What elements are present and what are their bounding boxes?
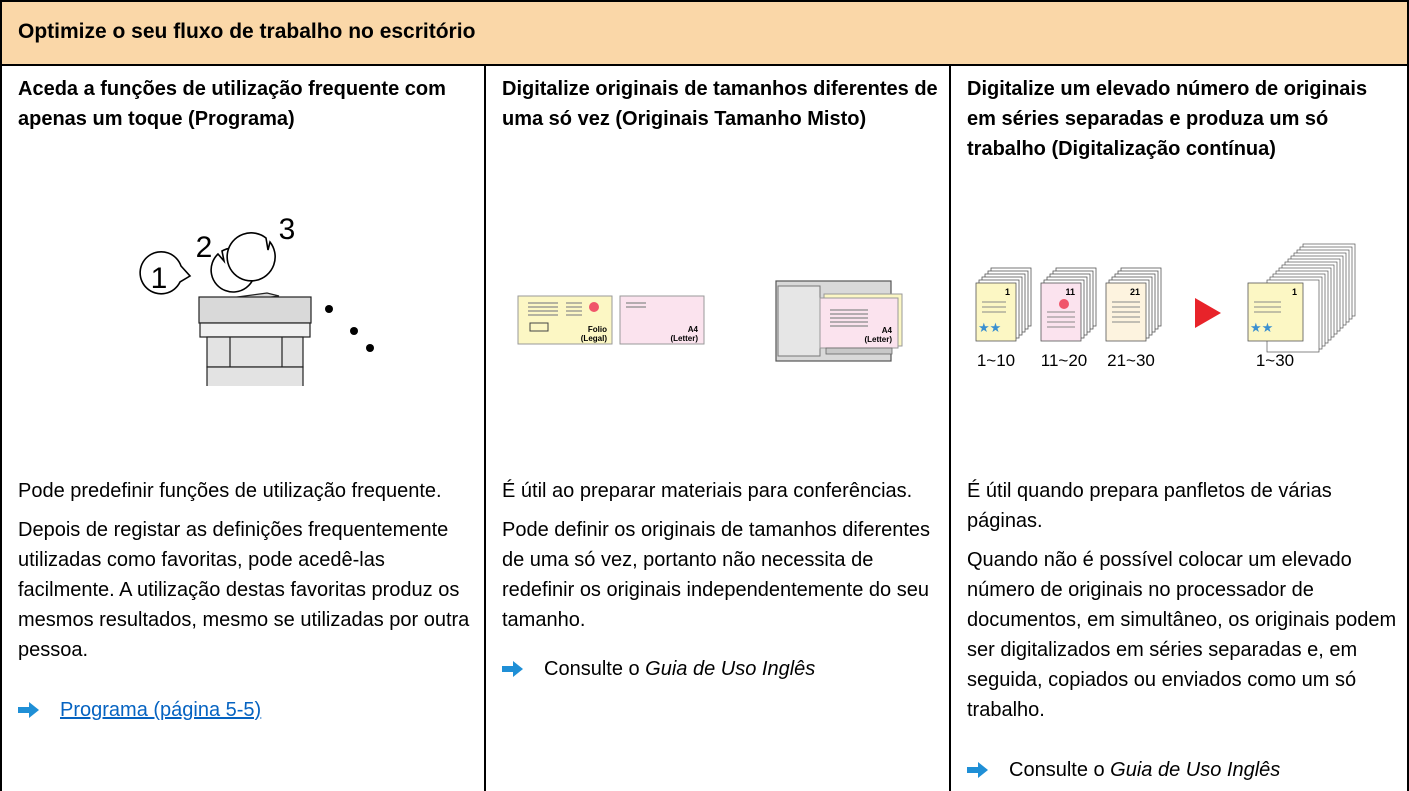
arrow-right-icon: [18, 702, 39, 718]
stack-3: 21 21~30: [1105, 267, 1162, 370]
a4-sheet: A4 (Letter): [619, 295, 705, 345]
page-number: 21: [1130, 287, 1140, 297]
column-description: É útil quando prepara panfletos de vária…: [967, 476, 1397, 734]
page-number: 11: [1065, 287, 1075, 297]
range-label: 11~20: [1041, 351, 1087, 370]
reference-guide: Guia de Uso Inglês: [1110, 759, 1281, 781]
stack-2: 11 11~20: [1040, 267, 1097, 370]
paragraph: Depois de registar as definições frequen…: [18, 519, 470, 661]
reference-guide: Guia de Uso Inglês: [645, 658, 816, 680]
arrow-right-icon: [967, 762, 988, 778]
number-3: 3: [279, 213, 296, 246]
column-title: Digitalize um elevado número de originai…: [967, 78, 1368, 160]
column-description: É útil ao preparar materiais para confer…: [502, 476, 937, 644]
reference-link-row: Programa (página 5-5): [18, 695, 261, 725]
range-label: 1~30: [1256, 351, 1294, 370]
page-number: 1: [1005, 287, 1010, 297]
result-stack: 1 ★★ 1~30: [1247, 243, 1356, 370]
legal-label: (Legal): [581, 334, 608, 343]
paragraph: Quando não é possível colocar um elevado…: [967, 549, 1397, 721]
stack-1: 1 ★★ 1~10: [975, 267, 1032, 370]
column-title: Digitalize originais de tamanhos diferen…: [502, 78, 938, 130]
page-number: 1: [1292, 287, 1297, 297]
letter-label: (Letter): [670, 334, 698, 343]
mixed-size-illustration: Folio (Legal) A4 (Letter): [517, 280, 903, 362]
paragraph: É útil quando prepara panfletos de vária…: [967, 480, 1332, 532]
star-icon: ★★: [978, 320, 1001, 335]
reference-prefix: Consulte o: [544, 658, 646, 680]
paragraph: É útil ao preparar materiais para confer…: [502, 480, 913, 502]
program-illustration: 1 2 3: [139, 213, 374, 386]
column-description: Pode predefinir funções de utilização fr…: [18, 476, 470, 674]
column-continuous-scan: Digitalize um elevado número de originai…: [949, 66, 1409, 791]
star-icon: ★★: [1250, 320, 1273, 335]
document-processor-icon: A4 (Letter): [775, 280, 903, 362]
column-title: Aceda a funções de utilização frequente …: [18, 78, 446, 130]
number-1: 1: [151, 262, 168, 295]
play-arrow-icon: [1195, 298, 1221, 328]
continuous-scan-illustration: 1 ★★ 1~10 11 11~20: [975, 243, 1356, 370]
header-banner: Optimize o seu fluxo de trabalho no escr…: [2, 2, 1407, 66]
a4-label: A4: [688, 325, 699, 334]
paragraph: Pode definir os originais de tamanhos di…: [502, 519, 931, 631]
a4-label: A4: [882, 326, 893, 335]
paragraph: Pode predefinir funções de utilização fr…: [18, 480, 442, 502]
arrow-right-icon: [502, 661, 523, 677]
reference-row: Consulte o Guia de Uso Inglês: [967, 755, 1280, 785]
number-2: 2: [196, 231, 213, 264]
reference-prefix: Consulte o: [1009, 759, 1111, 781]
column-program: Aceda a funções de utilização frequente …: [2, 66, 482, 791]
folio-label: Folio: [588, 325, 607, 334]
printer-icon: [198, 292, 312, 386]
program-link[interactable]: Programa (página 5-5): [60, 699, 262, 721]
letter-label: (Letter): [864, 335, 892, 344]
range-label: 1~10: [977, 351, 1015, 370]
column-mixed-size: Digitalize originais de tamanhos diferen…: [484, 66, 949, 791]
page-title: Optimize o seu fluxo de trabalho no escr…: [18, 20, 476, 43]
reference-row: Consulte o Guia de Uso Inglês: [502, 654, 815, 684]
folio-sheet: Folio (Legal): [517, 295, 613, 345]
range-label: 21~30: [1107, 351, 1155, 370]
